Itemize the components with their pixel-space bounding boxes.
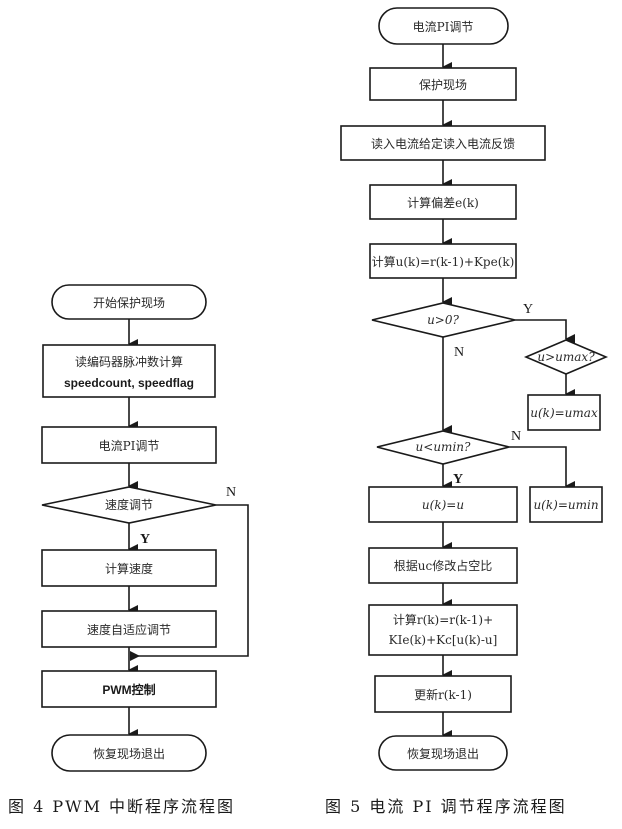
fig5-decision-u-positive: u>0? [371,302,516,338]
fig4-caption: 图 4 PWM 中断程序流程图 [8,797,235,816]
fig5-set-umax-label: u(k)=umax [530,406,598,420]
fig5-calc-r-box: 计算r(k)=r(k-1)+ KIe(k)+Kc[u(k)-u] [368,604,518,656]
fig5-set-u-box: u(k)=u [368,486,518,523]
fig5-read-inputs-box: 读入电流给定读入电流反馈 [340,125,546,161]
fig5-no-label-1: N [454,345,464,360]
fig5-set-umin-label: u(k)=umin [533,498,598,512]
fig5-yes-branch-line [515,319,575,344]
fig5-decision-u-max-label: u>umax? [537,350,595,364]
fig4-speed-decision-label: 速度调节 [105,497,153,512]
fig5-end-terminal: 恢复现场退出 [378,735,508,771]
fig4-current-pi-label: 电流PI调节 [99,439,160,453]
fig5-calc-error-label: 计算偏差e(k) [407,195,479,210]
fig5-yes-label-1: Y [523,302,533,317]
fig4-speed-decision: 速度调节 [41,486,217,524]
fig4-read-encoder-label-2: speedcount, speedflag [64,376,194,390]
fig5-end-label: 恢复现场退出 [407,747,479,761]
fig5-yes-label-2: Y [453,472,463,487]
fig4-pwm-control-label: PWM控制 [102,682,155,697]
fig5-decision-u-positive-label: u>0? [427,313,459,327]
fig5-read-inputs-label: 读入电流给定读入电流反馈 [371,136,515,151]
fig5-caption: 图 5 电流 PI 调节程序流程图 [325,797,567,816]
fig5-set-u-label: u(k)=u [422,498,464,512]
fig4-current-pi-box: 电流PI调节 [41,426,217,464]
fig5-save-context-label: 保护现场 [419,78,467,92]
fig4-start-label: 开始保护现场 [93,296,165,310]
fig4-end-terminal: 恢复现场退出 [51,734,207,772]
fig5-calc-r-label-1: 计算r(k)=r(k-1)+ [393,612,493,627]
fig4-pwm-control-box: PWM控制 [41,670,217,708]
fig5-no-label-2: N [511,429,521,444]
fig4-end-label: 恢复现场退出 [93,747,165,761]
fig4-read-encoder-label-1: 读编码器脉冲数计算 [75,354,183,369]
fig5-calc-error-box: 计算偏差e(k) [369,184,517,220]
fig5-calc-u-box: 计算u(k)=r(k-1)+Kpe(k) [369,243,517,279]
fig5-calc-u-label: 计算u(k)=r(k-1)+Kpe(k) [372,254,515,269]
fig5-decision-u-max: u>umax? [523,339,609,375]
fig5-decision-u-min: u<umin? [376,430,510,465]
fig5-set-umax-box: u(k)=umax [527,394,601,431]
fig5-save-context-box: 保护现场 [369,67,517,101]
fig5-set-umin-box: u(k)=umin [529,486,603,523]
fig4-no-branch-line [130,504,249,661]
fig4-speed-adaptive-box: 速度自适应调节 [41,610,217,648]
fig4-read-encoder-box: 读编码器脉冲数计算 speedcount, speedflag [42,344,216,398]
figure5-flowchart: 电流PI调节 保护现场 读入电流给定读入电流反馈 计算偏差e(k) 计算u(k)… [325,7,609,816]
figure4-flowchart: 开始保护现场 读编码器脉冲数计算 speedcount, speedflag 电… [8,284,249,816]
fig4-speed-adaptive-label: 速度自适应调节 [87,622,171,637]
fig5-start-terminal: 电流PI调节 [378,7,509,45]
fig5-update-r-box: 更新r(k-1) [374,675,512,713]
fig5-modify-duty-box: 根据uc修改占空比 [368,547,518,584]
fig5-modify-duty-label: 根据uc修改占空比 [394,558,492,573]
fig4-start-terminal: 开始保护现场 [51,284,207,320]
fig4-no-label: N [226,485,236,500]
fig4-yes-label: Y [140,532,150,547]
fig4-calc-speed-label: 计算速度 [105,561,153,576]
fig4-calc-speed-box: 计算速度 [41,549,217,587]
fig5-update-r-label: 更新r(k-1) [414,687,472,702]
fig5-calc-r-label-2: KIe(k)+Kc[u(k)-u] [389,633,498,647]
fig5-start-label: 电流PI调节 [413,20,474,34]
fig5-no-branch-line-2 [509,446,575,491]
fig5-decision-u-min-label: u<umin? [416,440,471,454]
